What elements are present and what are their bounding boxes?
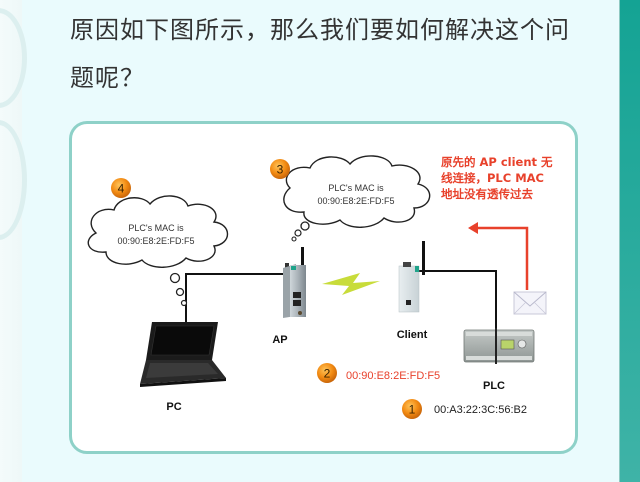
svg-text:2: 2 xyxy=(324,367,331,381)
access-point-icon xyxy=(283,247,306,318)
ap-label: AP xyxy=(272,334,287,346)
ap-thought-cloud: PLC's MAC is 00:90:E8:2E:FD:F5 xyxy=(283,155,431,242)
plc-icon xyxy=(463,328,535,364)
wire-client-plc xyxy=(412,270,497,328)
envelope-icon xyxy=(513,291,547,315)
svg-text:1: 1 xyxy=(409,403,416,417)
step-badge-1: 1 xyxy=(402,399,422,419)
heading-line-1: 原因如下图所示，那么我们要如何解决这个问 xyxy=(70,16,570,44)
data-flow-arrow xyxy=(468,222,529,290)
client-mac-text: 00:A3:22:3C:56:B2 xyxy=(434,404,527,416)
ap-cloud-line-1: PLC's MAC is xyxy=(328,183,384,193)
wireless-client-icon xyxy=(398,241,425,313)
annotation-line-1: 原先的 AP client 无 xyxy=(441,155,553,169)
heading-line-2: 题呢？ xyxy=(70,64,145,92)
annotation: 原先的 AP client 无 线连接，PLC MAC 地址没有透传过去 xyxy=(441,155,553,201)
pc-thought-cloud: PLC's MAC is 00:90:E8:2E:FD:F5 xyxy=(87,195,229,307)
right-accent-bar xyxy=(619,0,640,482)
step-badge-2: 2 xyxy=(317,363,337,383)
page-heading: 原因如下图所示，那么我们要如何解决这个问 题呢？ xyxy=(70,6,580,102)
spoofed-mac-text: 00:90:E8:2E:FD:F5 xyxy=(346,370,440,382)
pc-label: PC xyxy=(166,401,181,413)
svg-text:3: 3 xyxy=(277,163,284,177)
step-badge-4: 4 xyxy=(111,178,131,198)
left-decoration xyxy=(0,0,27,482)
annotation-line-2: 线连接，PLC MAC xyxy=(441,171,544,185)
pc-cloud-line-2: 00:90:E8:2E:FD:F5 xyxy=(117,236,194,246)
wire-pc-ap xyxy=(185,273,284,322)
client-label: Client xyxy=(397,329,428,341)
pc-cloud-line-1: PLC's MAC is xyxy=(128,223,184,233)
svg-text:4: 4 xyxy=(118,182,125,196)
wireless-link-icon xyxy=(322,273,380,295)
plc-label: PLC xyxy=(483,380,505,392)
annotation-line-3: 地址没有透传过去 xyxy=(441,187,533,201)
step-badge-3: 3 xyxy=(270,159,290,179)
ap-cloud-line-2: 00:90:E8:2E:FD:F5 xyxy=(317,196,394,206)
laptop-icon xyxy=(140,322,226,387)
